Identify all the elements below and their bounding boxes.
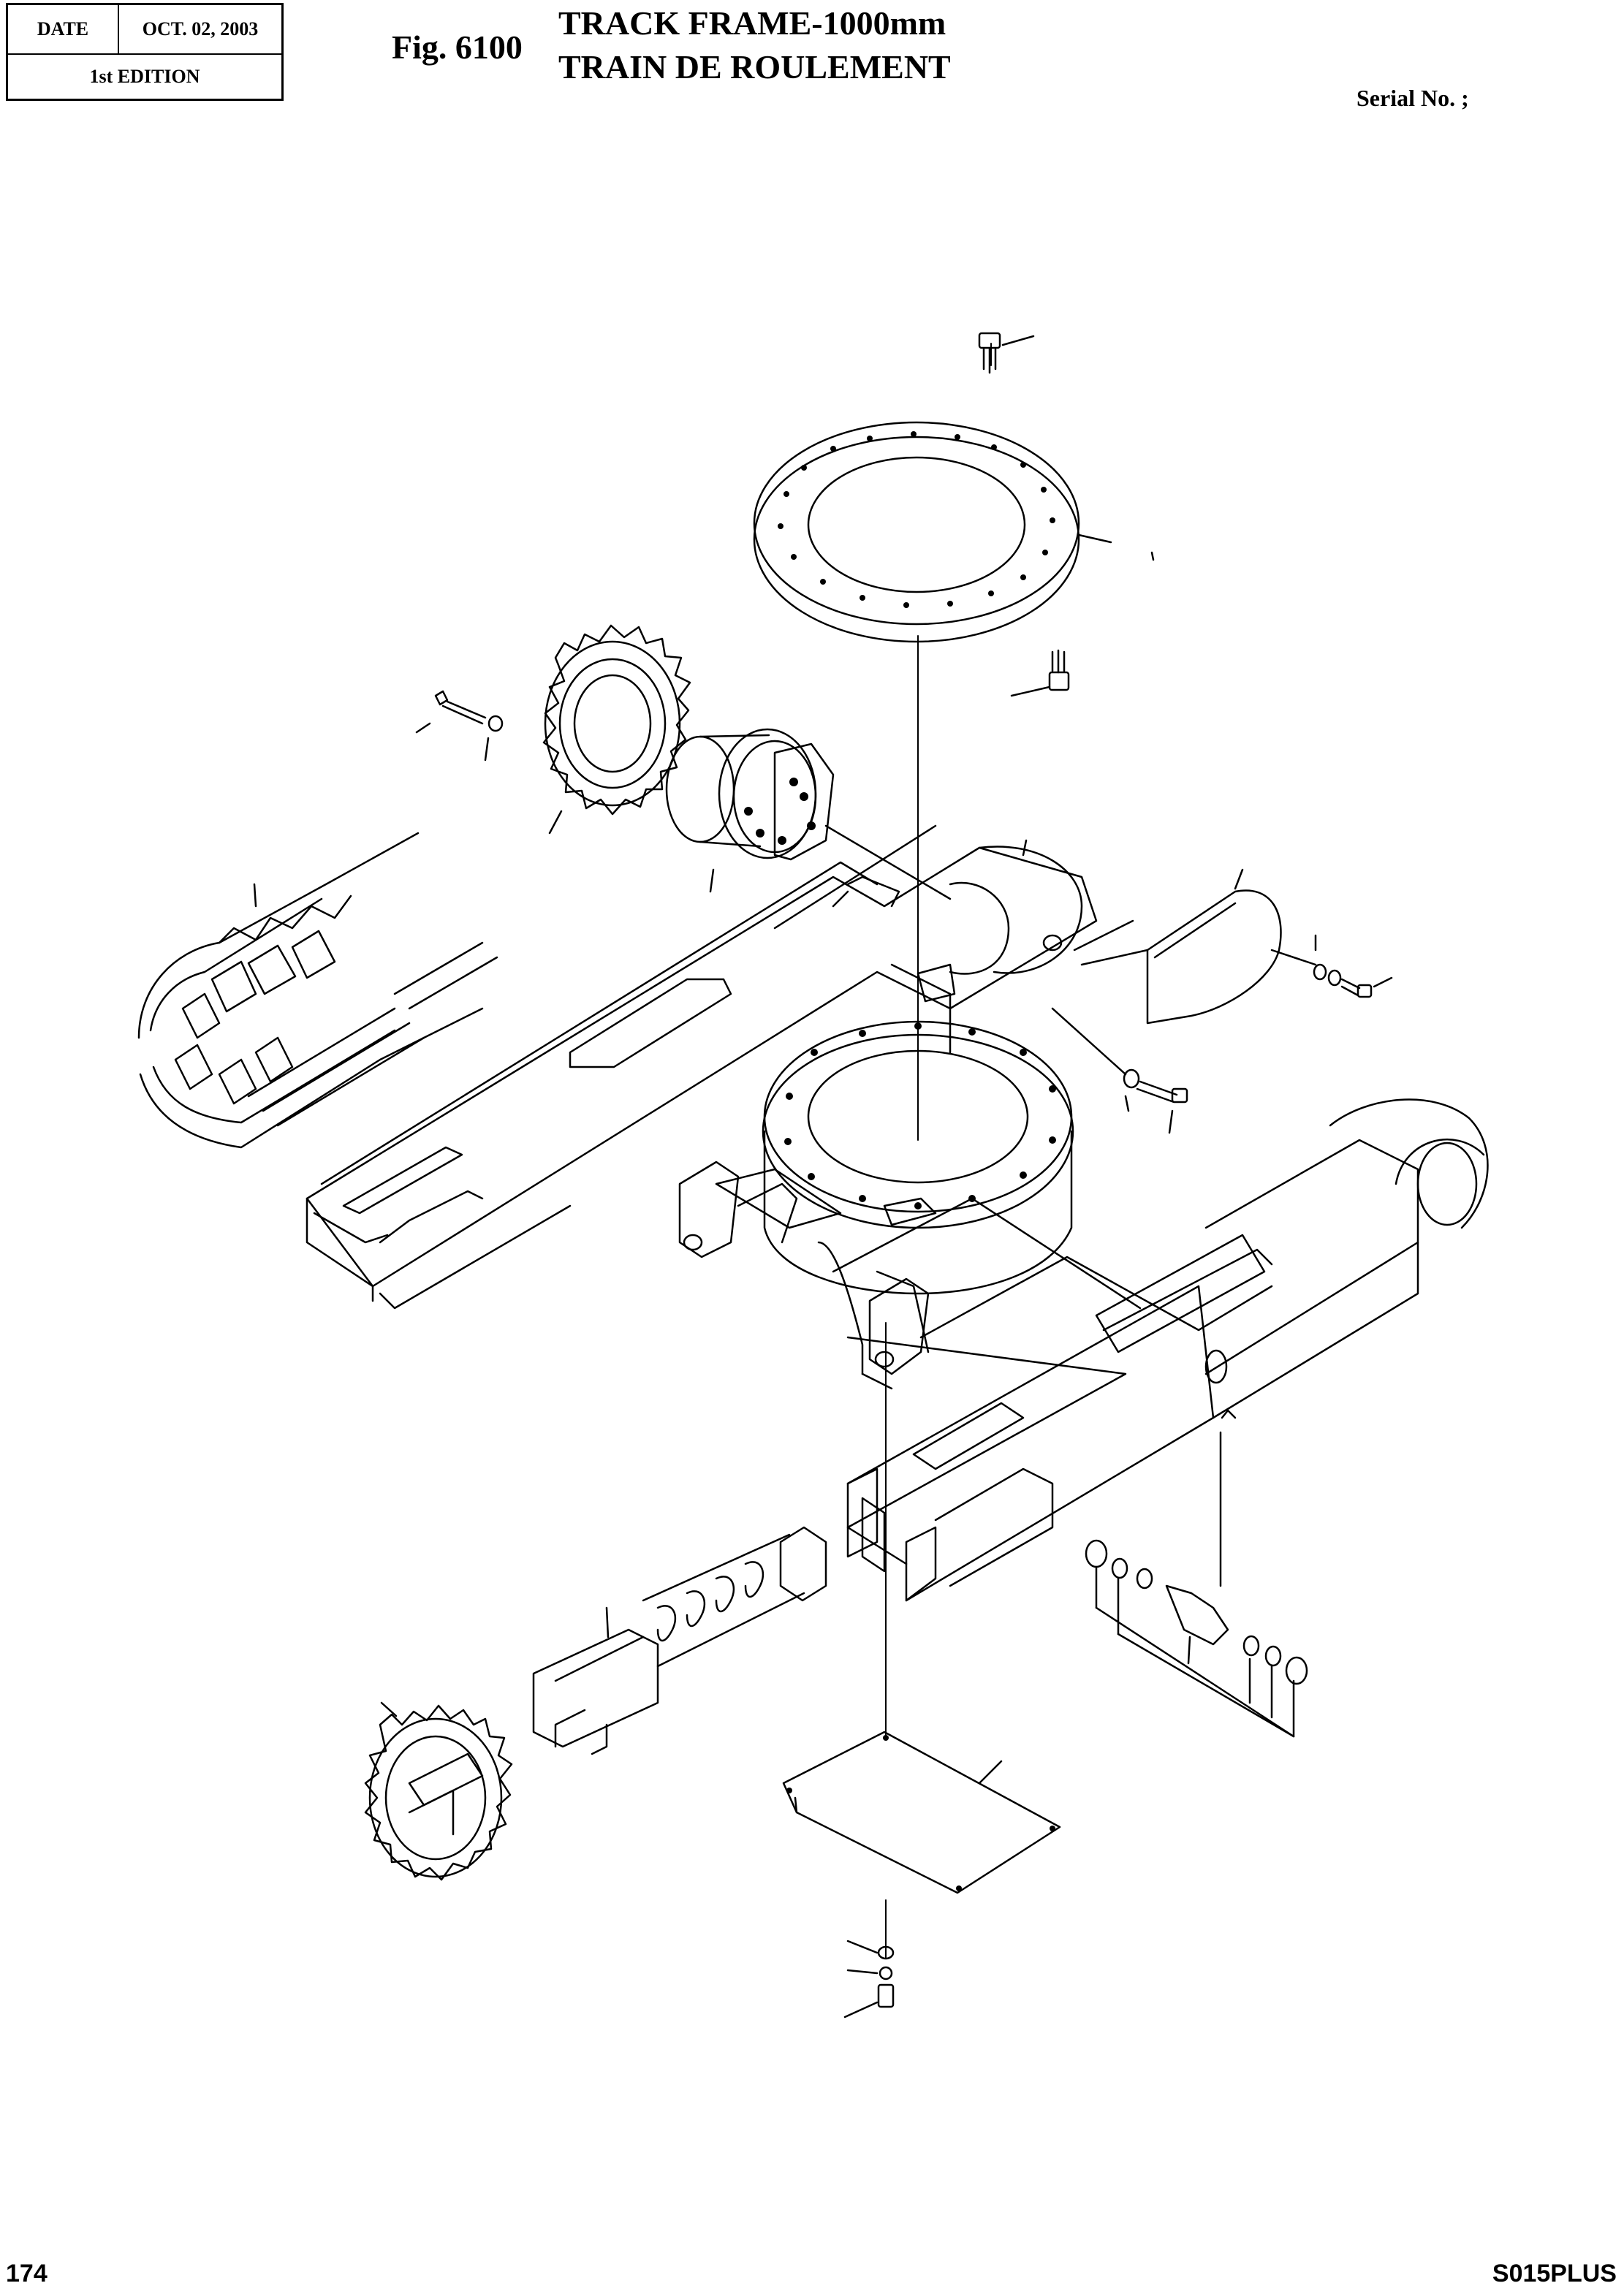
motor-cover-part — [1074, 870, 1316, 1023]
page-number: 174 — [6, 2260, 48, 2287]
model-name: S015PLUS — [1492, 2260, 1617, 2287]
date-label: DATE — [8, 5, 119, 53]
travel-motor-part — [667, 729, 950, 899]
cover-bolts-part — [1314, 935, 1392, 997]
edition-label: 1st EDITION — [89, 66, 200, 87]
figure-number: Fig. 6100 — [392, 29, 523, 66]
lower-rail-part — [819, 1242, 1213, 1600]
front-idler-part — [365, 1703, 512, 1880]
rubber-track-part — [139, 833, 497, 1147]
swing-bearing-ring — [754, 422, 1153, 642]
figure-title: TRACK FRAME-1000mm TRAIN DE ROULEMENT — [558, 1, 951, 89]
top-bolt-part — [979, 333, 1033, 373]
frame-bracket-part — [680, 1162, 928, 1389]
ring-bolt-part — [1012, 650, 1069, 696]
track-adjuster-part — [534, 1527, 826, 1754]
assembly-lines — [886, 343, 991, 1959]
stamp-date-row: DATE OCT. 02, 2003 — [8, 5, 281, 55]
guard-plate-part — [783, 1732, 1060, 1893]
track-roller-part — [1086, 1432, 1307, 1736]
figure-title-french: TRAIN DE ROULEMENT — [558, 48, 951, 86]
bottom-bolt-stack-part — [845, 1941, 893, 2017]
figure-title-english: TRACK FRAME-1000mm — [558, 4, 946, 42]
track-frame-part — [307, 826, 1096, 1308]
date-edition-stamp: DATE OCT. 02, 2003 1st EDITION — [6, 3, 284, 101]
date-value: OCT. 02, 2003 — [142, 18, 259, 39]
middle-bolt-part — [1052, 1009, 1187, 1133]
drive-sprocket-part — [417, 626, 690, 833]
serial-number-label: Serial No. ; — [1357, 85, 1469, 111]
cross-member-part — [716, 1100, 1487, 1418]
